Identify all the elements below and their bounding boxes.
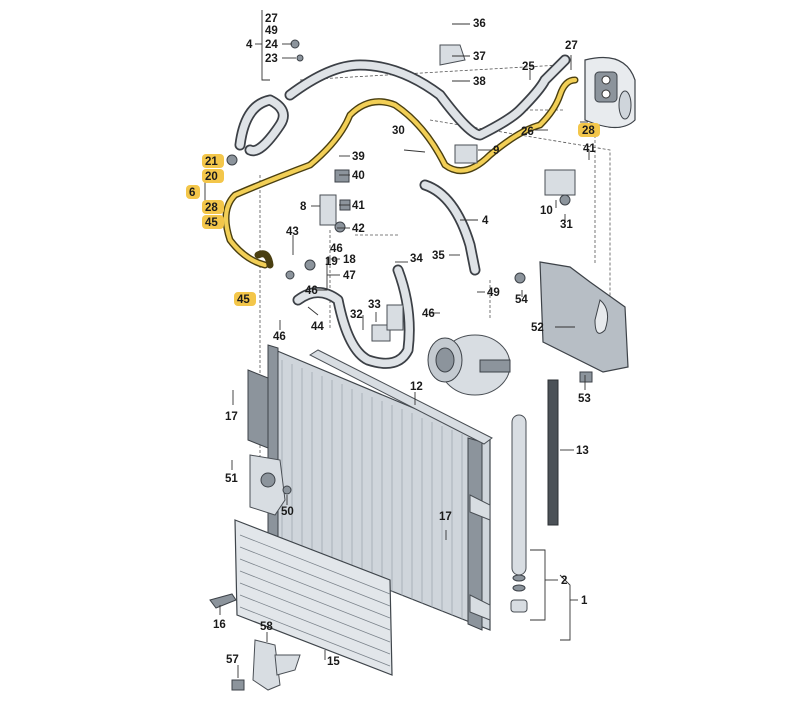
label-51: 51 xyxy=(225,473,238,485)
label-4: 4 xyxy=(246,39,253,51)
label-49: 49 xyxy=(265,25,278,37)
refrigerant-pipe-highlighted xyxy=(222,76,579,269)
label-18: 18 xyxy=(343,254,356,266)
label-highlights xyxy=(186,123,600,306)
label-27b: 27 xyxy=(565,40,578,52)
label-52: 52 xyxy=(531,322,544,334)
receiver-drier xyxy=(510,379,559,613)
label-20: 20 xyxy=(205,171,218,183)
mounting-bracket-lower xyxy=(231,639,301,691)
ac-compressor xyxy=(427,334,511,396)
label-36: 36 xyxy=(473,18,486,30)
expansion-valve-block xyxy=(584,56,636,129)
label-28a: 28 xyxy=(205,202,218,214)
label-46b: 46 xyxy=(273,331,286,343)
label-46c: 46 xyxy=(422,308,435,320)
label-53: 53 xyxy=(578,393,591,405)
heat-shield xyxy=(539,261,629,373)
label-43: 43 xyxy=(286,226,299,238)
label-40: 40 xyxy=(352,170,365,182)
label-47: 47 xyxy=(343,270,356,282)
label-23: 23 xyxy=(265,53,278,65)
label-34: 34 xyxy=(410,253,423,265)
label-35: 35 xyxy=(432,250,445,262)
label-33: 33 xyxy=(368,299,381,311)
label-8: 8 xyxy=(300,201,307,213)
fittings xyxy=(226,39,593,495)
label-58: 58 xyxy=(260,621,273,633)
label-45a: 45 xyxy=(205,217,218,229)
condenser-grille xyxy=(234,519,393,676)
label-31: 31 xyxy=(560,219,573,231)
label-54: 54 xyxy=(515,294,528,306)
label-57: 57 xyxy=(226,654,239,666)
label-41a: 41 xyxy=(583,143,596,155)
label-19: 19 xyxy=(325,256,338,268)
label-42: 42 xyxy=(352,223,365,235)
label-12: 12 xyxy=(410,381,423,393)
label-16: 16 xyxy=(213,619,226,631)
label-15: 15 xyxy=(327,656,340,668)
label-13: 13 xyxy=(576,445,589,457)
part-number-labels: 27 49 4 24 23 36 37 38 25 27 26 28 30 9 … xyxy=(189,13,596,668)
label-38: 38 xyxy=(473,76,486,88)
label-49b: 49 xyxy=(487,287,500,299)
label-17a: 17 xyxy=(225,411,238,423)
label-44: 44 xyxy=(311,321,324,333)
label-25: 25 xyxy=(522,61,535,73)
label-17b: 17 xyxy=(439,511,452,523)
label-50: 50 xyxy=(281,506,294,518)
label-21: 21 xyxy=(205,156,218,168)
label-6: 6 xyxy=(189,187,195,199)
refrigerant-pipes-grey xyxy=(234,54,571,369)
leader-lines xyxy=(204,10,590,678)
label-32: 32 xyxy=(350,309,363,321)
label-26: 26 xyxy=(521,126,534,138)
label-2: 2 xyxy=(561,575,567,587)
label-30: 30 xyxy=(392,125,405,137)
label-39: 39 xyxy=(352,151,365,163)
label-4b: 4 xyxy=(482,215,489,227)
grille-clip xyxy=(209,593,237,609)
condenser-bracket-left xyxy=(247,369,286,516)
label-10: 10 xyxy=(540,205,553,217)
label-9: 9 xyxy=(493,145,499,157)
label-45b: 45 xyxy=(237,294,250,306)
label-27: 27 xyxy=(265,13,278,25)
label-24: 24 xyxy=(265,39,278,51)
label-5: 46 xyxy=(305,285,318,297)
label-37: 37 xyxy=(473,51,486,63)
label-41b: 41 xyxy=(352,200,365,212)
label-1: 1 xyxy=(581,595,588,607)
label-28b: 28 xyxy=(582,125,595,137)
label-46a: 46 xyxy=(330,243,343,255)
